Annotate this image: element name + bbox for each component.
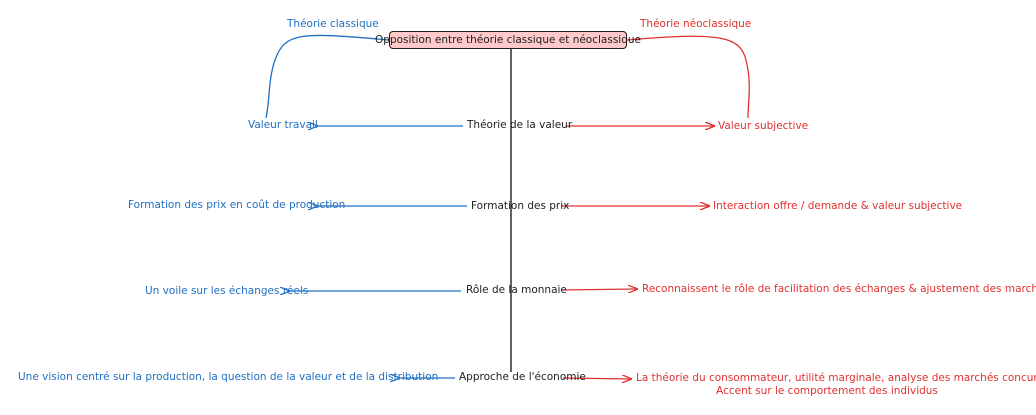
header-classique: Théorie classique bbox=[287, 18, 379, 30]
topic-economie: Approche de l'économie bbox=[459, 371, 586, 383]
classique-monnaie: Un voile sur les échanges réels bbox=[145, 285, 309, 297]
left-header-curve bbox=[265, 34, 390, 119]
topic-monnaie: Rôle de la monnaie bbox=[466, 284, 567, 296]
header-neoclassique: Théorie néoclassique bbox=[640, 18, 752, 30]
arrow-right-row-3 bbox=[560, 289, 638, 290]
topic-prix: Formation des prix bbox=[471, 200, 570, 212]
neoclassique-economie-line2: Accent sur le comportement des individus bbox=[716, 384, 938, 397]
arrow-right-row-4 bbox=[562, 378, 632, 379]
right-header-curve bbox=[626, 35, 750, 119]
classique-valeur: Valeur travail bbox=[248, 119, 318, 131]
neoclassique-monnaie: Reconnaissent le rôle de facilitation de… bbox=[642, 283, 1036, 295]
central-title: Opposition entre théorie classique et né… bbox=[375, 31, 641, 49]
neoclassique-economie-line1: La théorie du consommateur, utilité marg… bbox=[636, 372, 1036, 384]
topic-valeur: Théorie de la valeur bbox=[467, 119, 573, 131]
classique-economie: Une vision centré sur la production, la … bbox=[18, 371, 439, 383]
neoclassique-prix: Interaction offre / demande & valeur sub… bbox=[713, 200, 963, 212]
neoclassique-valeur: Valeur subjective bbox=[718, 120, 809, 132]
neoclassique-economie: La théorie du consommateur, utilité marg… bbox=[636, 372, 1036, 397]
classique-prix: Formation des prix en coût de production bbox=[128, 199, 346, 211]
